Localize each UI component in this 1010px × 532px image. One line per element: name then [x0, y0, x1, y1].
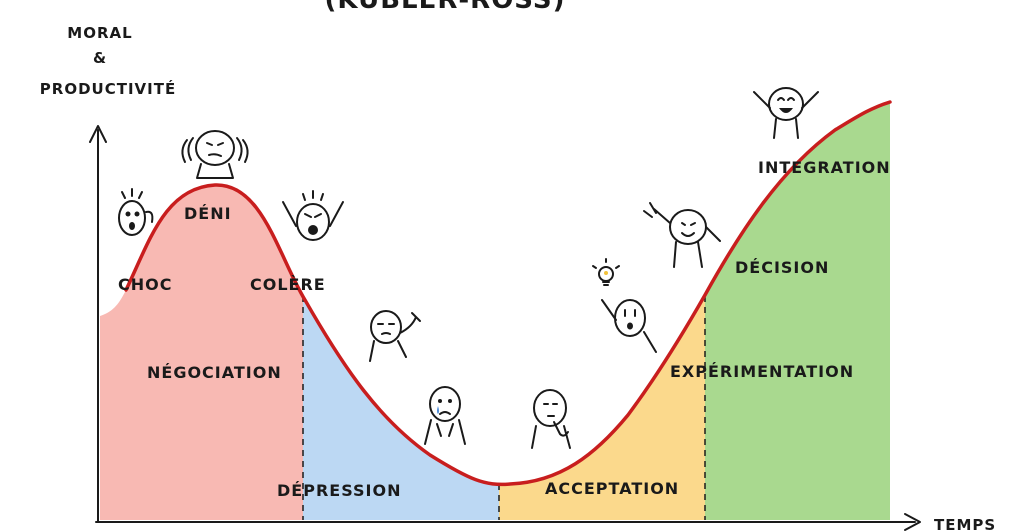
stage-label-choc: CHOC — [118, 275, 172, 294]
happy-face-icon — [753, 87, 819, 139]
angry-face-icon — [282, 190, 344, 241]
y-axis-arrow-icon — [89, 125, 107, 143]
idea-face-icon — [592, 258, 657, 353]
waving-face-icon — [643, 202, 721, 268]
y-axis-label-line-3: PRODUCTIVITÉ — [40, 79, 176, 98]
stage-label-acceptation: ACCEPTATION — [545, 479, 679, 498]
stage-label-negociation: NÉGOCIATION — [147, 363, 282, 382]
shocked-face-icon — [118, 188, 154, 236]
bargaining-face-icon — [369, 310, 421, 362]
phase-region-yellow — [499, 102, 705, 520]
phase-region-green — [705, 102, 890, 520]
stage-label-deni: DÉNI — [184, 204, 232, 223]
lightbulb-icon — [592, 258, 620, 286]
change-curve — [124, 100, 892, 487]
thinking-face-icon — [531, 389, 571, 449]
x-axis-label: TEMPS — [934, 516, 996, 532]
y-axis-label-line-1: MORAL — [67, 24, 132, 42]
stage-label-integration: INTEGRATION — [758, 158, 891, 177]
stage-label-depression: DÉPRESSION — [277, 481, 401, 500]
stage-label-experimentation: EXPÉRIMENTATION — [670, 362, 854, 381]
stage-label-colere: COLÈRE — [250, 275, 326, 294]
y-axis-label-line-2: & — [93, 49, 107, 67]
phase-region-blue — [303, 102, 499, 520]
x-axis-arrow-icon — [904, 513, 921, 531]
stage-label-decision: DÉCISION — [735, 258, 829, 277]
title-partial: (KUBLER-ROSS) — [325, 0, 566, 15]
axes — [89, 125, 921, 531]
confused-face-icon — [181, 130, 249, 179]
sad-crying-face-icon — [424, 386, 466, 445]
